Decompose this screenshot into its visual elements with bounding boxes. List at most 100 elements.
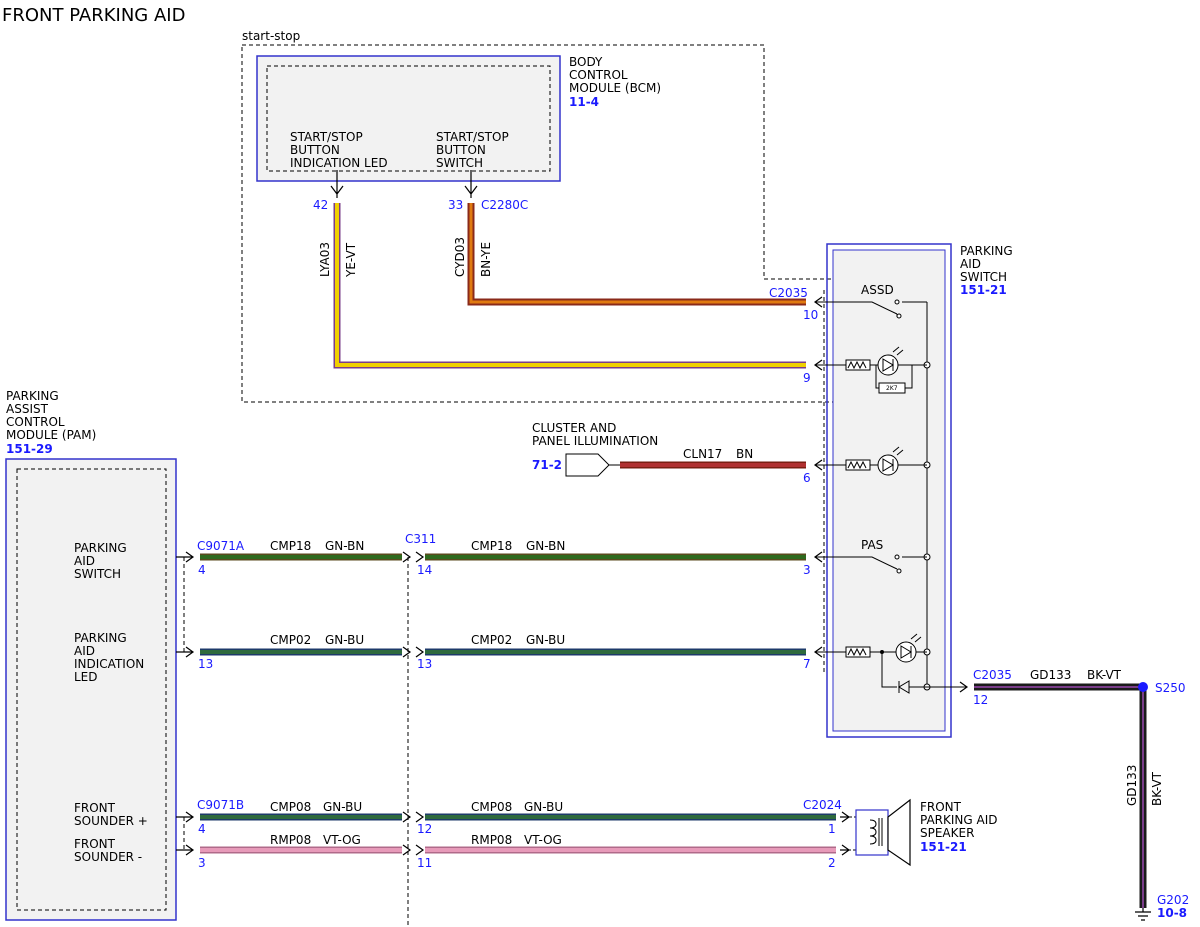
speaker-name-1: FRONT	[920, 800, 962, 814]
pam-pin-3: 3	[198, 856, 206, 870]
cmp08-color-a: GN-BU	[323, 800, 362, 814]
led-pin6-icon	[877, 454, 899, 476]
cluster-name-2: PANEL ILLUMINATION	[532, 434, 658, 448]
bcm-pin-33: 33	[448, 198, 463, 212]
pin-3: 3	[803, 563, 811, 577]
pam-switch-label-2: AID	[74, 554, 95, 568]
pam-led-label-1: PARKING	[74, 631, 127, 645]
parking-aid-switch-module: PARKING AID SWITCH 151-21 ASSD 10 C2035 …	[769, 243, 1013, 738]
resistor-2k7	[878, 382, 906, 394]
bcm-switch-pin-arrow	[464, 170, 478, 198]
cyd03-color: BN-YE	[479, 242, 493, 277]
pam-name-2: ASSIST	[6, 402, 49, 416]
bcm-ref-link[interactable]: 11-4	[569, 95, 599, 109]
ground-g202: G202	[1157, 893, 1189, 907]
cyd03-circuit: CYD03	[453, 237, 467, 277]
cmp18-circuit-a: CMP18	[270, 539, 311, 553]
c311-inline-connector: C311 14 13 12 11	[402, 532, 436, 927]
bcm-led-pin-arrow	[330, 170, 344, 198]
cln17-color: BN	[736, 447, 753, 461]
speaker-name-3: SPEAKER	[920, 826, 974, 840]
bcm-led-label-1: START/STOP	[290, 130, 363, 144]
pam-pin-4b: 4	[198, 822, 206, 836]
resistor-pin9	[845, 359, 871, 371]
speaker-ref-link[interactable]: 151-21	[920, 840, 967, 854]
pin-6-arrow	[813, 459, 823, 471]
cmp02-color-b: GN-BU	[526, 633, 565, 647]
wire-cmp02: CMP02 GN-BU CMP02 GN-BU	[200, 633, 806, 656]
assd-label: ASSD	[861, 283, 894, 297]
start-stop-region: start-stop	[241, 29, 939, 403]
cmp18-color-a: GN-BN	[325, 539, 364, 553]
pam-module: PARKING ASSIST CONTROL MODULE (PAM) 151-…	[5, 389, 245, 921]
cmp08-color-b: GN-BU	[524, 800, 563, 814]
gd133-circuit-h: GD133	[1030, 668, 1071, 682]
bcm-name-1: BODY	[569, 55, 603, 69]
bcm-module: BODY CONTROL MODULE (BCM) 11-4 START/STO…	[256, 55, 661, 212]
bcm-name-2: CONTROL	[569, 68, 628, 82]
lya03-color: YE-VT	[344, 242, 358, 278]
bcm-led-label-2: BUTTON	[290, 143, 340, 157]
ground-pin-12: 12	[973, 693, 988, 707]
cluster-name-1: CLUSTER AND	[532, 421, 616, 435]
rmp08-color-a: VT-OG	[323, 833, 361, 847]
pam-sounder-neg-2: SOUNDER -	[74, 850, 142, 864]
start-stop-label: start-stop	[242, 29, 300, 43]
wire-lya03: LYA03 YE-VT	[318, 203, 806, 369]
bcm-switch-label-2: BUTTON	[436, 143, 486, 157]
gd133-color-v: BK-VT	[1150, 771, 1164, 806]
speaker-pin-1: 1	[828, 822, 836, 836]
pin-7: 7	[803, 657, 811, 671]
splice-s250: S250	[1155, 681, 1186, 695]
pin-12-arrow	[959, 681, 969, 693]
cmp02-circuit-a: CMP02	[270, 633, 311, 647]
c311-pin-13: 13	[417, 657, 432, 671]
cluster-illumination: CLUSTER AND PANEL ILLUMINATION 71-2 CLN1…	[532, 421, 806, 477]
ground-ref-link[interactable]: 10-8	[1157, 906, 1187, 920]
pam-led-label-4: LED	[74, 670, 98, 684]
pas-switch-name-3: SWITCH	[960, 270, 1007, 284]
cmp18-circuit-b: CMP18	[471, 539, 512, 553]
speaker-pin-2: 2	[828, 856, 836, 870]
c311-label: C311	[405, 532, 436, 546]
wire-cmp08: CMP08 GN-BU CMP08 GN-BU	[200, 800, 836, 821]
pam-switch-label-1: PARKING	[74, 541, 127, 555]
pin-7-arrow	[813, 646, 823, 658]
pam-led-label-3: INDICATION	[74, 657, 144, 671]
rmp08-circuit-b: RMP08	[471, 833, 512, 847]
resistor-pin6	[845, 459, 871, 471]
pam-switch-label-3: SWITCH	[74, 567, 121, 581]
pam-ref-link[interactable]: 151-29	[6, 442, 53, 456]
cmp08-circuit-b: CMP08	[471, 800, 512, 814]
diode-icon	[898, 680, 910, 694]
wire-cmp18: CMP18 GN-BN CMP18 GN-BN	[200, 539, 806, 561]
pam-name-4: MODULE (PAM)	[6, 428, 96, 442]
bcm-led-label-3: INDICATION LED	[290, 156, 388, 170]
pam-connector-c9071b: C9071B	[197, 798, 244, 812]
pam-name-3: CONTROL	[6, 415, 65, 429]
led-pin7-icon	[895, 641, 917, 663]
ground-symbol-icon	[1135, 908, 1151, 921]
c2035-top-connector: C2035	[769, 286, 808, 300]
bcm-name-3: MODULE (BCM)	[569, 81, 661, 95]
speaker-name-2: PARKING AID	[920, 813, 998, 827]
gd133-color-h: BK-VT	[1087, 668, 1122, 682]
speaker-cone-icon	[887, 798, 911, 867]
front-parking-aid-speaker: C2024 1 2 FRONT PARKING AID SPEAKER 151-…	[803, 798, 998, 870]
pin-9-arrow	[813, 359, 823, 371]
pam-pin-13: 13	[198, 657, 213, 671]
c311-pin-14: 14	[417, 563, 432, 577]
cmp02-circuit-b: CMP02	[471, 633, 512, 647]
pam-led-label-2: AID	[74, 644, 95, 658]
bcm-connector-c2280c: C2280C	[481, 198, 528, 212]
pin-9: 9	[803, 371, 811, 385]
cluster-ref-link[interactable]: 71-2	[532, 458, 562, 472]
pin-6: 6	[803, 471, 811, 485]
cluster-connector-icon	[565, 453, 610, 477]
cmp18-color-b: GN-BN	[526, 539, 565, 553]
c311-pin-12: 12	[417, 822, 432, 836]
bcm-switch-label-3: SWITCH	[436, 156, 483, 170]
pas-switch-ref-link[interactable]: 151-21	[960, 283, 1007, 297]
pam-pin-4a: 4	[198, 563, 206, 577]
